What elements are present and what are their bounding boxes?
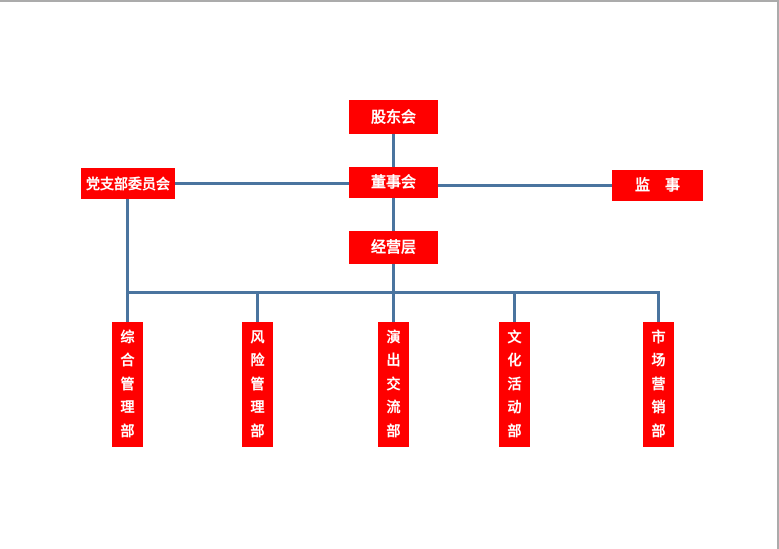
node-dept-marketing: 市场营销部	[643, 322, 674, 447]
connector-board-supervisor	[438, 184, 612, 187]
connector-party-branch-board	[175, 182, 349, 185]
node-label: 综合管理部	[120, 328, 135, 439]
node-board-of-directors: 董事会	[349, 167, 438, 198]
connector-shareholders-board	[392, 134, 395, 167]
node-party-branch-committee: 党支部委员会	[81, 168, 175, 199]
node-label: 市场营销部	[651, 328, 666, 439]
node-dept-general-management: 综合管理部	[112, 322, 143, 447]
node-dept-cultural-activities: 文化活动部	[499, 322, 530, 447]
connector-departments-bus	[126, 291, 660, 294]
node-dept-performance-exchange: 演出交流部	[378, 322, 409, 447]
connector-drop-cultural-activities	[513, 291, 516, 322]
connector-party-branch-bus	[126, 199, 129, 322]
node-supervisor: 监 事	[612, 170, 703, 201]
connector-drop-marketing	[657, 291, 660, 322]
node-dept-risk-management: 风险管理部	[242, 322, 273, 447]
node-label: 文化活动部	[507, 328, 522, 439]
node-shareholders-meeting: 股东会	[349, 100, 438, 134]
node-label: 演出交流部	[386, 328, 401, 439]
connector-board-management	[392, 198, 395, 231]
node-management-level: 经营层	[349, 231, 438, 264]
node-label: 风险管理部	[250, 328, 265, 439]
connector-drop-risk-management	[256, 291, 259, 322]
